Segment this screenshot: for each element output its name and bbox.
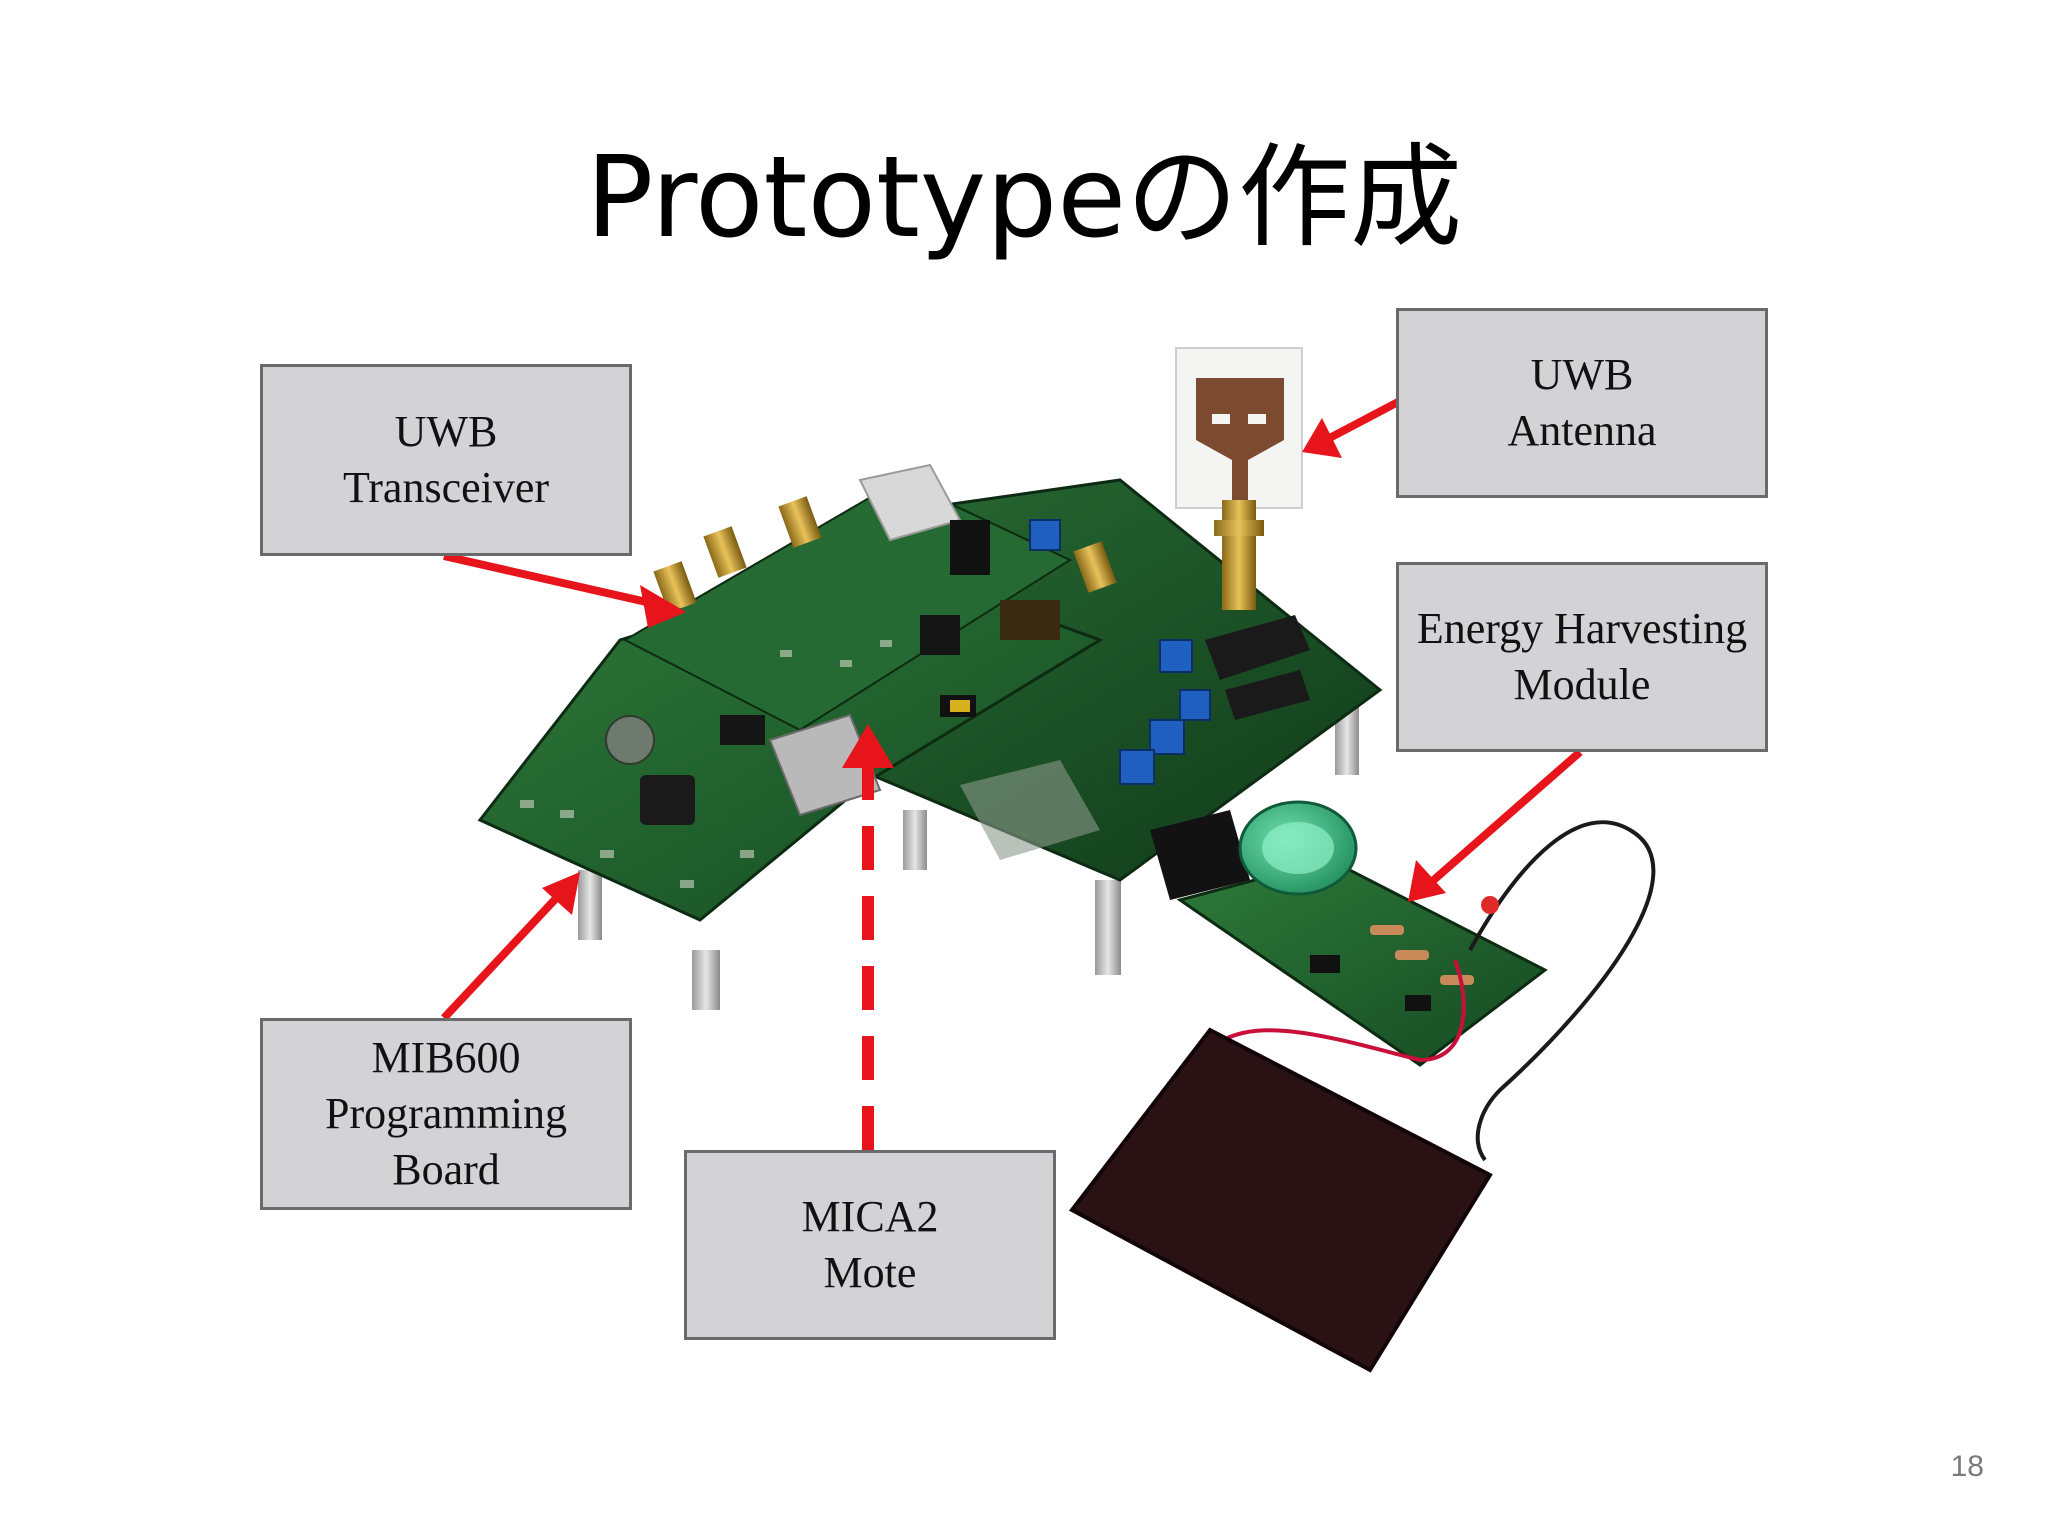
solar-panel bbox=[1068, 1027, 1493, 1373]
label-line: Programming bbox=[325, 1089, 567, 1138]
label-line: Mote bbox=[823, 1248, 917, 1297]
label-uwb-transceiver: UWB Transceiver bbox=[260, 364, 632, 556]
energy-harvesting-module bbox=[1176, 800, 1548, 1067]
uwb-antenna bbox=[1175, 347, 1303, 610]
label-line: UWB bbox=[1530, 350, 1634, 399]
black-wire bbox=[1468, 820, 1656, 1162]
label-mica2-mote: MICA2 Mote bbox=[684, 1150, 1056, 1340]
page-number: 18 bbox=[1950, 1450, 1984, 1483]
sma-connectors bbox=[653, 496, 1117, 613]
label-line: Energy Harvesting bbox=[1416, 604, 1748, 653]
label-line: Antenna bbox=[1507, 406, 1657, 455]
label-line: Transceiver bbox=[342, 463, 550, 512]
arrows bbox=[441, 398, 1583, 1150]
ethernet-jack bbox=[768, 713, 882, 817]
label-line: MIB600 bbox=[371, 1033, 521, 1082]
label-line: Module bbox=[1513, 660, 1651, 709]
label-line: Board bbox=[392, 1145, 500, 1194]
label-line: MICA2 bbox=[801, 1192, 939, 1241]
standoff-legs bbox=[578, 700, 1359, 1010]
label-energy-harvesting-module: Energy Harvesting Module bbox=[1396, 562, 1768, 752]
red-wire bbox=[1208, 959, 1466, 1063]
label-uwb-antenna: UWB Antenna bbox=[1396, 308, 1768, 498]
slide-title: Prototypeの作成 bbox=[585, 133, 1463, 263]
label-mib600-programming-board: MIB600 Programming Board bbox=[260, 1018, 632, 1210]
label-line: UWB bbox=[394, 407, 498, 456]
